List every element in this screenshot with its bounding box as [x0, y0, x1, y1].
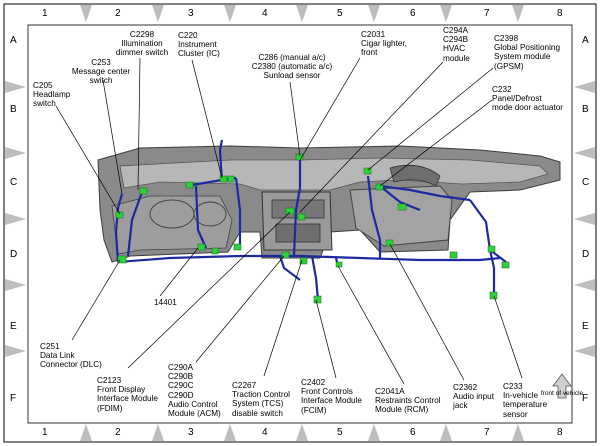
- grid-row-d-right: D: [582, 249, 590, 260]
- grid-col-6-top: 6: [410, 8, 416, 19]
- grid-row-b-right: B: [582, 104, 589, 115]
- grid-row-f-right: F: [582, 393, 589, 404]
- callout-c2398: C2398 Global Positioning System module (…: [494, 34, 560, 71]
- grid-col-2-bottom: 2: [115, 427, 121, 438]
- zone-markers: [5, 5, 595, 441]
- grid-col-4-top: 4: [262, 8, 268, 19]
- grid-row-a-left: A: [10, 35, 17, 46]
- callout-c253: C253 Message center switch: [71, 58, 131, 86]
- callout-c232: C232 Panel/Defrost mode door actuator: [492, 85, 564, 113]
- callout-c2031: C2031 Cigar lighter, front: [361, 30, 407, 58]
- grid-col-8-bottom: 8: [557, 427, 563, 438]
- grid-col-3-top: 3: [188, 8, 194, 19]
- callout-c2402: C2402 Front Controls Interface Module (F…: [301, 378, 362, 415]
- callout-c2267: C2267 Traction Control System (TCS) disa…: [232, 381, 290, 418]
- callout-14401: 14401: [154, 298, 177, 307]
- inner-border: [27, 24, 573, 424]
- grid-row-a-right: A: [582, 35, 589, 46]
- grid-col-1-bottom: 1: [42, 427, 48, 438]
- grid-col-2-top: 2: [115, 8, 121, 19]
- front-of-vehicle-arrow: [552, 373, 572, 399]
- callout-c2298: C2298 Illumination dimmer switch: [115, 30, 169, 58]
- leader-lines: [55, 57, 523, 385]
- grid-row-d-left: D: [10, 249, 18, 260]
- grid-row-c-right: C: [582, 177, 590, 188]
- callout-c251: C251 Data Link Connector (DLC): [40, 342, 102, 370]
- callout-c205: C205 Headlamp switch: [33, 81, 71, 109]
- grid-row-c-left: C: [10, 177, 18, 188]
- grid-col-7-bottom: 7: [484, 427, 490, 438]
- callout-c2041a: C2041A Restraints Control Module (RCM): [375, 387, 441, 415]
- grid-row-b-left: B: [10, 104, 17, 115]
- grid-col-5-top: 5: [337, 8, 343, 19]
- grid-row-e-right: E: [582, 321, 589, 332]
- callout-c233: C233 In-vehicle temperature sensor: [503, 382, 548, 419]
- grid-col-6-bottom: 6: [410, 427, 416, 438]
- grid-row-e-left: E: [10, 321, 17, 332]
- grid-col-5-bottom: 5: [337, 427, 343, 438]
- callout-c286: C286 (manual a/c) C2380 (automatic a/c) …: [251, 53, 333, 81]
- front-of-vehicle-label: front of vehicle: [540, 390, 584, 397]
- grid-col-7-top: 7: [484, 8, 490, 19]
- wiring-harness: [114, 139, 507, 301]
- grid-col-4-bottom: 4: [262, 427, 268, 438]
- callout-c294: C294A C294B HVAC module: [443, 26, 470, 63]
- callout-c220: C220 Instrument Cluster (IC): [178, 31, 220, 59]
- outer-border: [3, 3, 597, 443]
- connectors: [115, 153, 510, 304]
- callout-c2362: C2362 Audio input jack: [453, 383, 494, 411]
- callout-c2123: C2123 Front Display Interface Module (FD…: [97, 376, 158, 413]
- callout-c290: C290A C290B C290C C290D Audio Control Mo…: [168, 363, 221, 419]
- grid-col-1-top: 1: [42, 8, 48, 19]
- instrument-panel: [97, 145, 561, 263]
- grid-col-8-top: 8: [557, 8, 563, 19]
- grid-row-f-left: F: [10, 393, 17, 404]
- grid-col-3-bottom: 3: [188, 427, 194, 438]
